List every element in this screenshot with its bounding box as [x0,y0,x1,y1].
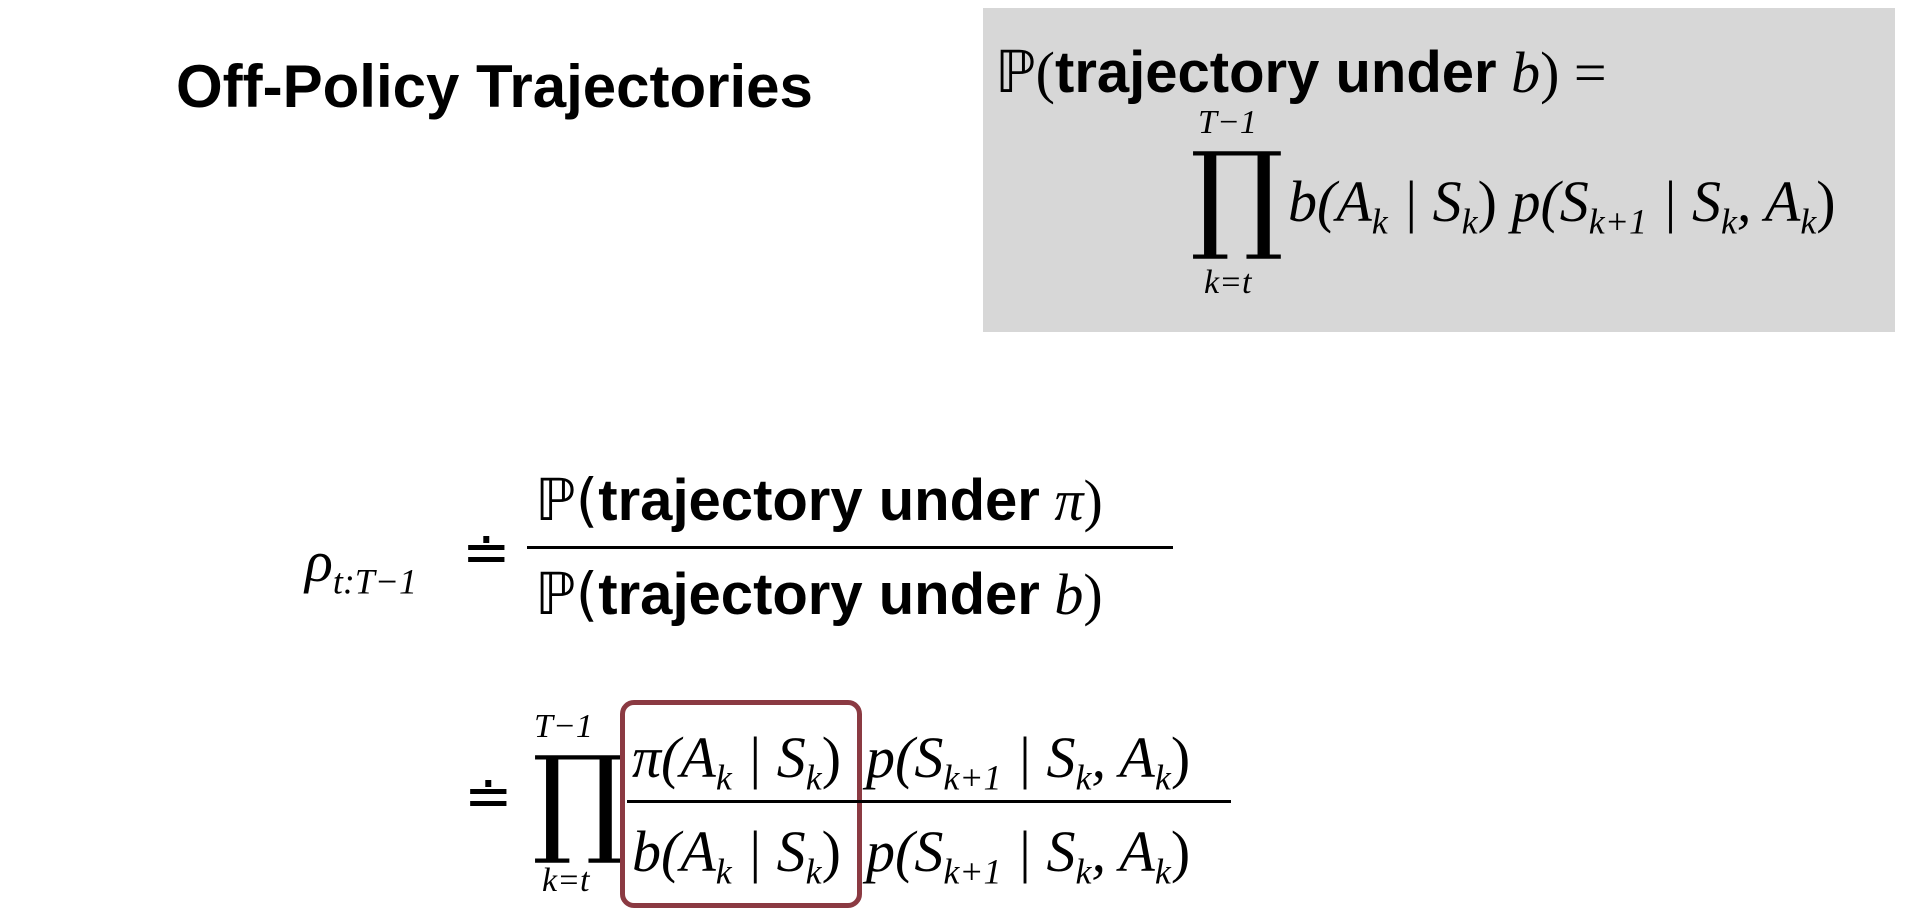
expansion-prod-upper-limit: T−1 [534,708,593,745]
expansion-def-equals: ≐ [464,764,513,829]
rho-def-equals: ≐ [462,520,511,585]
box-prod-lower-limit: k=t [1204,264,1252,301]
transition-denominator: p(Sk+1 | Sk, Ak) [866,819,1191,892]
box-formula-line1: ℙ(trajectory under b) = [995,38,1607,106]
pi-numerator: π(Ak | Sk) [632,725,842,798]
b-denominator: b(Ak | Sk) [632,819,841,892]
expansion-fraction-bar [627,800,1231,803]
box-formula-product-body: b(Ak | Sk) p(Sk+1 | Sk, Ak) [1288,169,1836,242]
trajectory-probability-box [983,8,1895,332]
policy-ratio-highlight-box [620,700,862,908]
expansion-product-symbol: ∏ [532,730,626,868]
slide-title: Off-Policy Trajectories [176,53,813,120]
rho-symbol: ρt:T−1 [305,529,418,602]
box-prod-upper-limit: T−1 [1198,104,1257,141]
ratio-fraction-bar [527,546,1173,549]
ratio-denominator: ℙ(trajectory under b) [535,560,1103,628]
ratio-numerator: ℙ(trajectory under π) [535,466,1103,534]
box-product-symbol: ∏ [1190,126,1284,264]
transition-numerator: p(Sk+1 | Sk, Ak) [866,725,1191,798]
expansion-prod-lower-limit: k=t [542,862,590,899]
